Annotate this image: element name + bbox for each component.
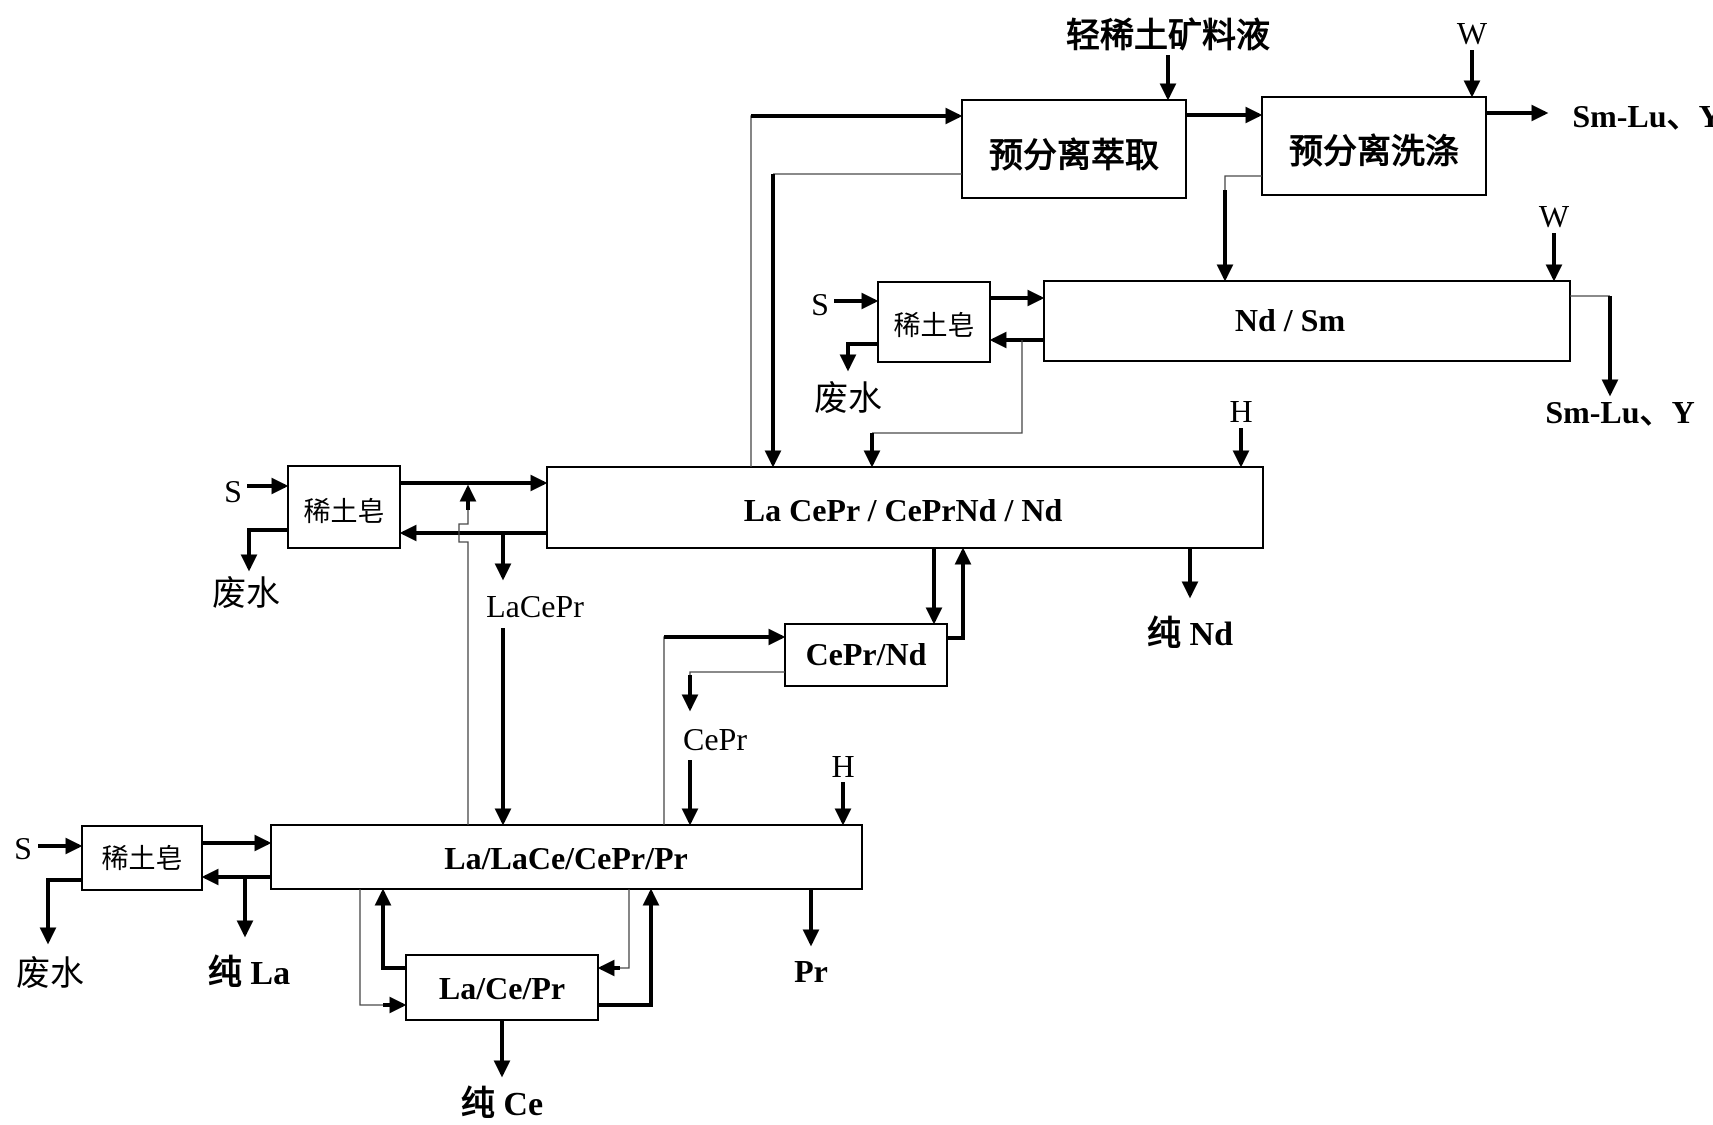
soap2-waste-arrow <box>249 530 288 568</box>
pre-extraction-label: 预分离萃取 <box>989 136 1159 175</box>
cepr-nd-to-main-arrow <box>947 551 963 638</box>
la-ce-pr-label: La/Ce/Pr <box>439 970 565 1006</box>
la-ce-pr-to-lalace-right-arrow <box>598 892 651 1005</box>
soap-label-3: 稀土皂 <box>102 844 183 874</box>
lacepr-stream-label: LaCePr <box>486 588 584 624</box>
lalace-to-cepr-nd-thin <box>664 637 674 825</box>
feed-label: 轻稀土矿料液 <box>1066 17 1270 55</box>
lalace-to-main-thin <box>459 488 468 825</box>
water-label-1: W <box>1457 15 1488 51</box>
lalace-right-down-thin <box>620 889 629 968</box>
main-to-pre-thin-line <box>751 116 760 467</box>
pure-nd-label: 纯 Nd <box>1147 615 1233 653</box>
main-box-label: La CePr / CePrNd / Nd <box>744 492 1063 528</box>
acid-label-2: H <box>831 748 854 784</box>
cepr-stream-label: CePr <box>683 721 747 757</box>
pre-washing-label: 预分离洗涤 <box>1289 132 1459 171</box>
acid-label-1: H <box>1229 393 1252 429</box>
waste-water-label-1: 废水 <box>814 380 882 418</box>
cepr-nd-to-cepr-thin <box>690 672 785 680</box>
la-lace-cepr-pr-label: La/LaCe/CePr/Pr <box>444 840 687 876</box>
nd-sm-label: Nd / Sm <box>1235 302 1346 338</box>
pure-la-label: 纯 La <box>208 954 290 992</box>
soap1-waste-arrow <box>848 344 878 368</box>
pr-product-label: Pr <box>794 953 828 989</box>
cepr-nd-label: CePr/Nd <box>806 636 927 672</box>
soap-label-1: 稀土皂 <box>894 311 975 341</box>
waste-water-label-2: 废水 <box>212 575 280 613</box>
saponifier-label-2: S <box>224 473 242 509</box>
product-sm-lu-y-1: Sm-Lu、Y <box>1572 98 1713 134</box>
pure-ce-label: 纯 Ce <box>461 1085 543 1123</box>
pre-wash-to-ndsm-thin <box>1225 176 1262 190</box>
soap-label-2: 稀土皂 <box>304 497 385 527</box>
lalace-to-la-ce-pr-thin <box>360 889 383 1005</box>
product-sm-lu-y-2: Sm-Lu、Y <box>1545 394 1694 430</box>
saponifier-label-3: S <box>14 830 32 866</box>
soap3-waste-arrow <box>48 880 82 941</box>
la-ce-pr-to-lalace-left-arrow <box>383 892 406 968</box>
saponifier-label-1: S <box>811 286 829 322</box>
water-label-2: W <box>1539 198 1570 234</box>
waste-water-label-3: 废水 <box>16 955 84 993</box>
